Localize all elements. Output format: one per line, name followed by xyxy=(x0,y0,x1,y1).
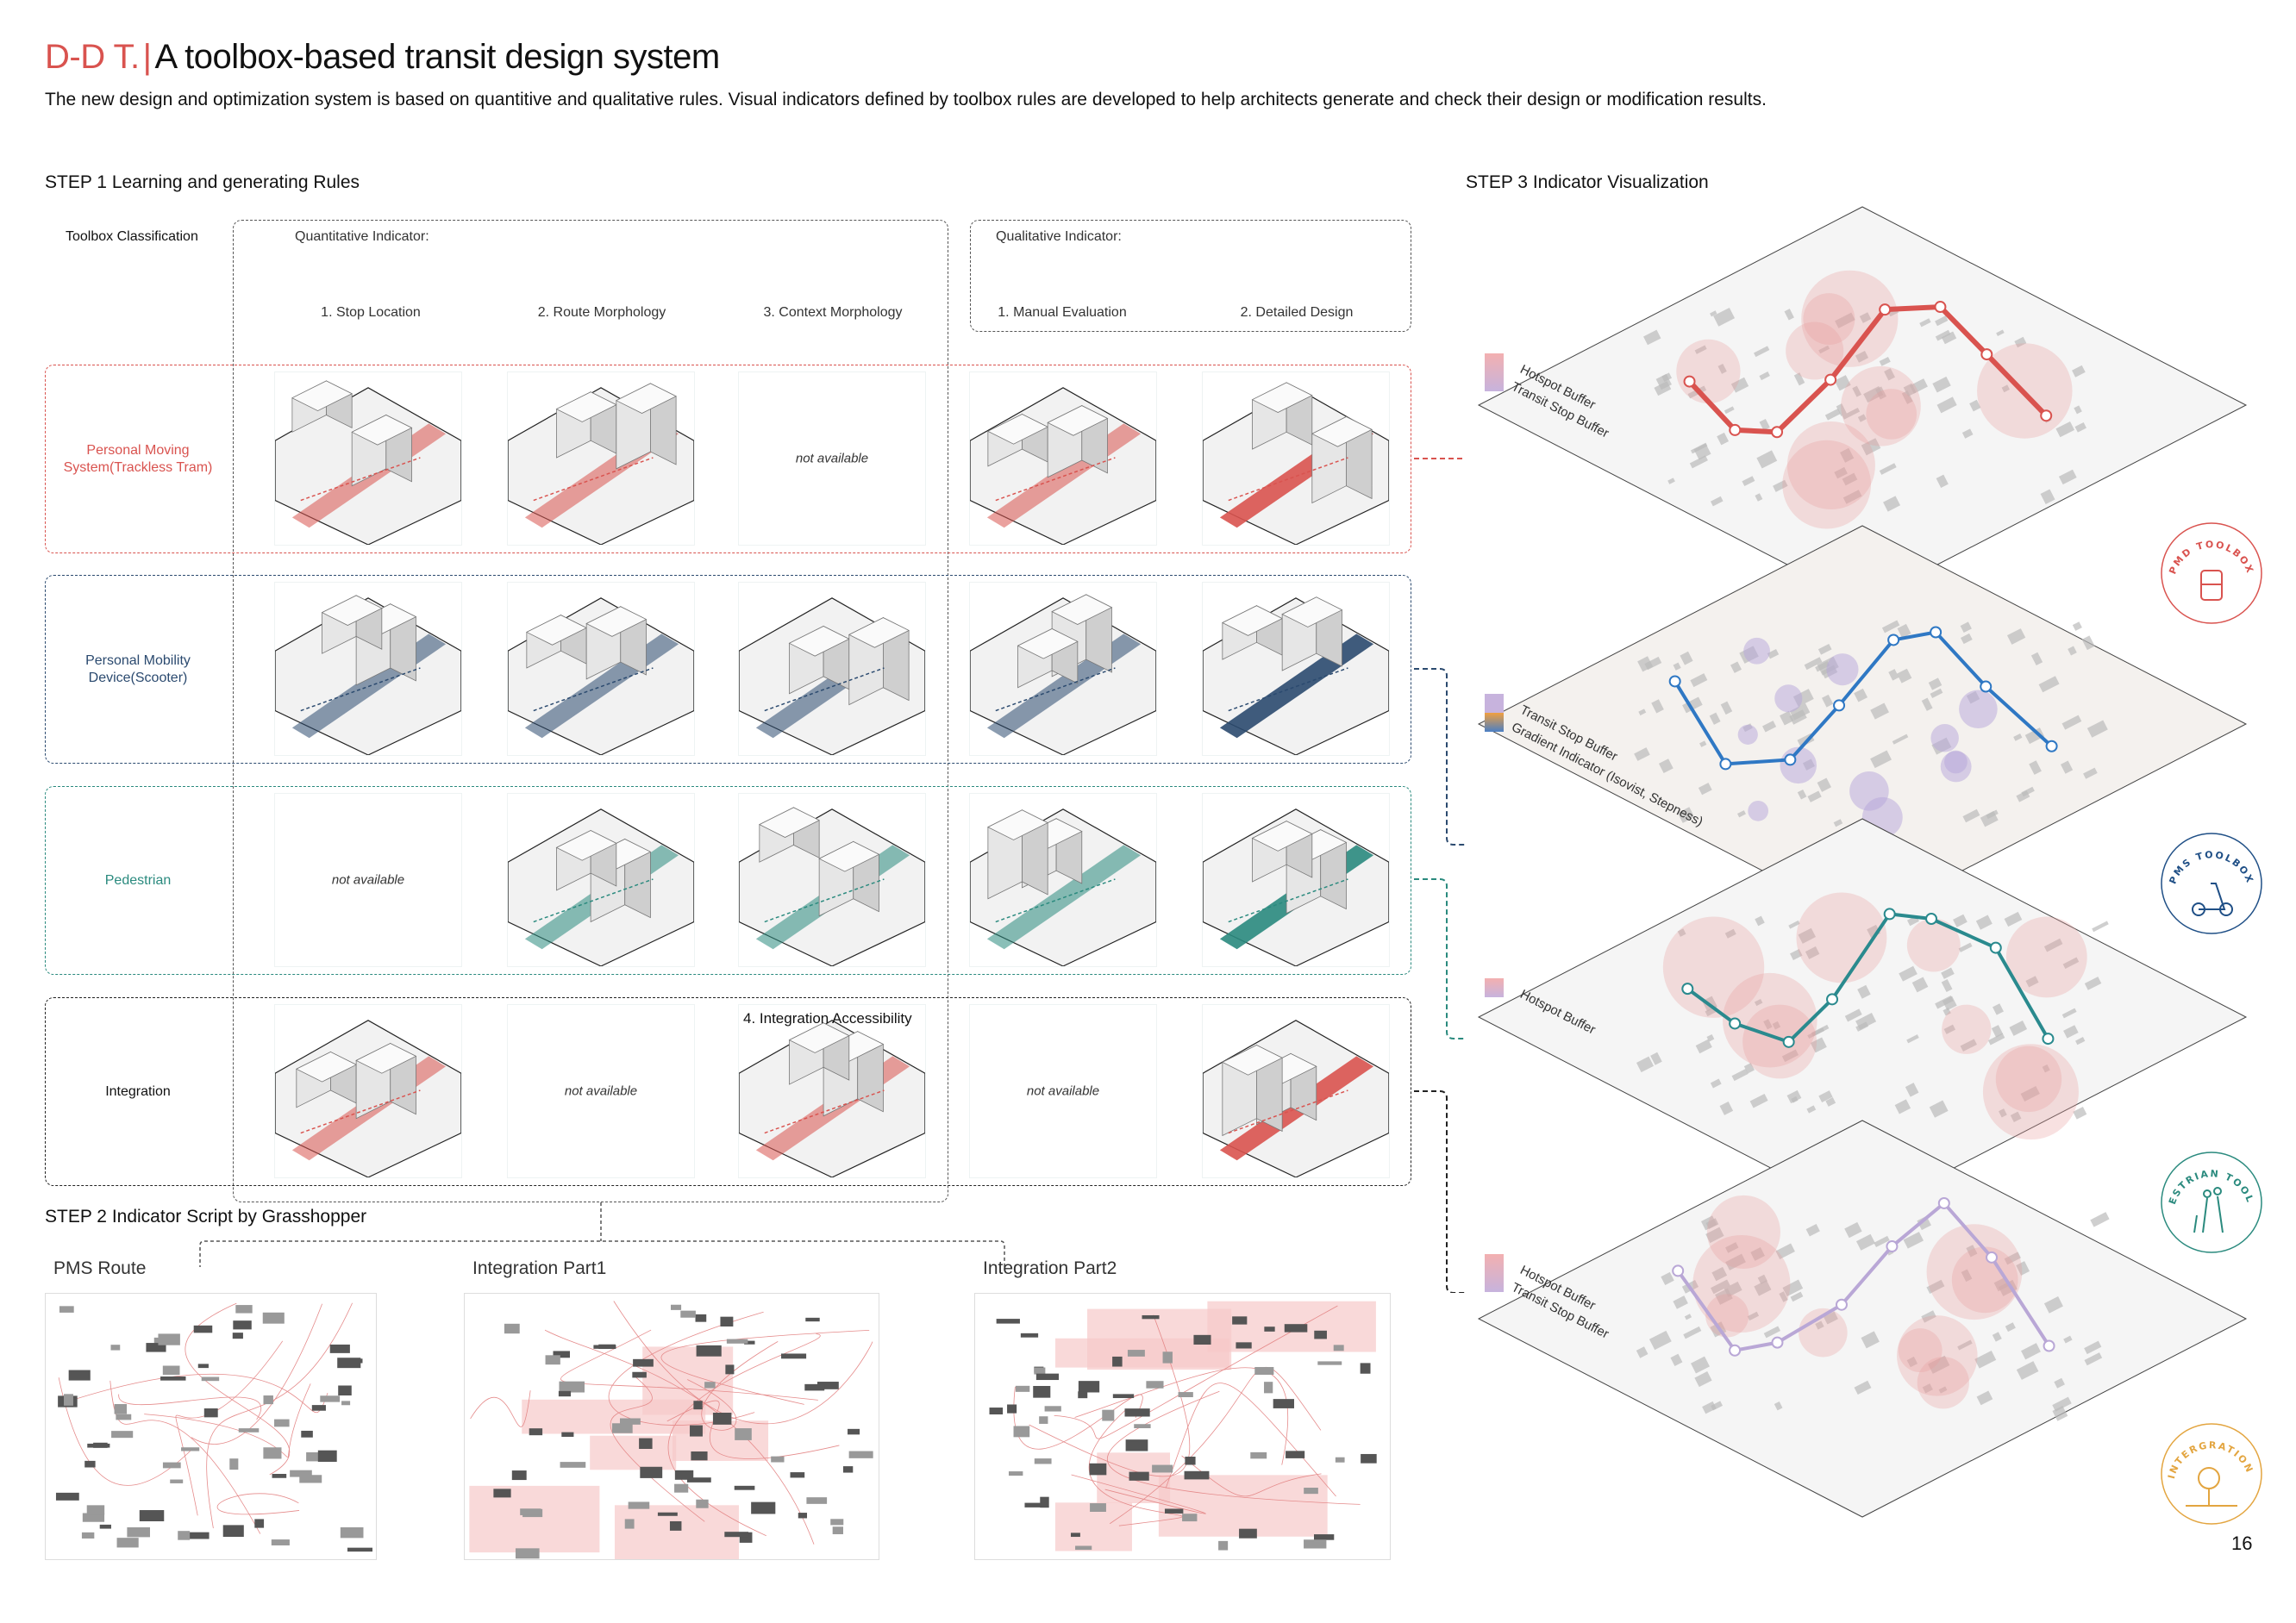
toolbox-row xyxy=(45,997,1411,1186)
isometric-diagram xyxy=(275,1020,461,1177)
cell-stop-location xyxy=(274,1004,462,1178)
cell-route-morphology xyxy=(507,793,695,967)
cell-route-morphology: not available xyxy=(507,1004,695,1178)
cell-context-morphology xyxy=(738,1004,926,1178)
isometric-diagram xyxy=(970,808,1156,966)
map-layer xyxy=(1477,1120,2248,1518)
quantitative-indicator-label: Quantitative Indicator: xyxy=(295,229,429,244)
row-label: Pedestrian xyxy=(104,873,172,888)
qualitative-indicator-label: Qualitative Indicator: xyxy=(996,229,1122,244)
cell-stop-location: not available xyxy=(274,793,462,967)
script-label-integration-part2: Integration Part2 xyxy=(983,1258,1117,1278)
pedestrians-icon xyxy=(2193,1187,2224,1233)
isometric-diagram xyxy=(970,387,1156,545)
cell-route-morphology xyxy=(507,371,695,546)
isometric-diagram xyxy=(739,1020,925,1177)
column-header-context-morphology: 3. Context Morphology xyxy=(763,305,903,320)
isometric-diagram xyxy=(1203,808,1389,966)
map-layer xyxy=(1477,818,2248,1216)
row-label: Integration xyxy=(105,1084,171,1099)
tram-icon xyxy=(2200,570,2223,601)
column-header-detailed-design: 2. Detailed Design xyxy=(1240,305,1354,320)
title-prefix: D-D T. xyxy=(45,38,140,76)
toolbox-badge: PMS TOOLBOX xyxy=(2161,833,2262,934)
cell-manual-evaluation xyxy=(969,793,1157,967)
toolbox-classification-label: Toolbox Classification xyxy=(66,229,198,244)
page-subtitle: The new design and optimization system i… xyxy=(45,90,1767,109)
transit-route xyxy=(1673,630,2053,766)
transit-integration-icon xyxy=(2186,1467,2237,1507)
isometric-diagram xyxy=(508,808,694,966)
grasshopper-script-pms-route xyxy=(45,1293,377,1560)
row-label: Personal Moving System(Trackless Tram) xyxy=(63,443,213,475)
cell-route-morphology xyxy=(507,582,695,756)
cell-detailed-design xyxy=(1202,582,1390,756)
row-label: Personal Mobility Device(Scooter) xyxy=(85,653,191,685)
transit-route xyxy=(1687,304,2049,435)
cell-context-morphology xyxy=(738,793,926,967)
cell-context-morphology xyxy=(738,582,926,756)
isometric-diagram xyxy=(275,595,461,755)
isometric-diagram xyxy=(508,383,694,545)
legend-swatch xyxy=(1485,1254,1504,1292)
not-available-text: not available xyxy=(795,451,869,466)
cell-stop-location xyxy=(274,582,462,756)
qualitative-indicator-box xyxy=(970,220,1411,332)
title-text: A toolbox-based transit design system xyxy=(154,38,721,76)
step1-label: STEP 1 Learning and generating Rules xyxy=(45,172,360,192)
page-number: 16 xyxy=(2231,1532,2253,1554)
isometric-diagram xyxy=(970,594,1156,755)
legend-swatch xyxy=(1485,694,1504,732)
script-label-integration-part1: Integration Part1 xyxy=(472,1258,607,1278)
isometric-diagram xyxy=(1203,382,1389,545)
toolbox-badge: TRANSIT INTERGRATION TOOLBOX xyxy=(2155,1418,2262,1525)
transit-route xyxy=(1686,912,2050,1044)
toolbox-badge: PEDESTRIAN TOOLBOX xyxy=(2155,1146,2262,1253)
indicator-visualization-maps xyxy=(1477,206,2248,1518)
isometric-diagram xyxy=(1203,596,1389,755)
toolbox-badge: PMD TOOLBOX xyxy=(2161,522,2262,624)
not-available-text: not available xyxy=(564,1083,638,1099)
grasshopper-script-integration-part1 xyxy=(464,1293,879,1560)
scooter-icon xyxy=(2192,883,2233,916)
legend-swatch xyxy=(1485,353,1504,391)
quantitative-indicator-box xyxy=(233,220,948,1202)
grasshopper-script-integration-part2 xyxy=(974,1293,1391,1560)
map-layer xyxy=(1477,206,2248,604)
script-group xyxy=(1158,1475,1328,1537)
column-header-stop-location: 1. Stop Location xyxy=(321,305,421,320)
title-divider: | xyxy=(142,38,152,76)
toolbox-row xyxy=(45,786,1411,975)
cell-context-morphology: not available xyxy=(738,371,926,546)
cell-manual-evaluation xyxy=(969,371,1157,546)
cell-detailed-design xyxy=(1202,793,1390,967)
cell-manual-evaluation xyxy=(969,582,1157,756)
transit-route xyxy=(1676,1201,2051,1352)
isometric-diagram xyxy=(1203,1020,1389,1177)
isometric-diagram xyxy=(739,597,925,755)
cell-detailed-design xyxy=(1202,1004,1390,1178)
script-group xyxy=(469,1485,600,1553)
not-available-text: not available xyxy=(1026,1083,1100,1099)
isometric-diagram xyxy=(739,807,925,966)
column-header-integration-accessibility: 4. Integration Accessibility xyxy=(743,1010,912,1027)
toolbox-row xyxy=(45,575,1411,764)
toolbox-row xyxy=(45,365,1411,553)
step2-bracket xyxy=(199,1202,1005,1267)
legend-swatch xyxy=(1485,978,1504,997)
cell-stop-location xyxy=(274,371,462,546)
script-group xyxy=(590,1435,677,1470)
step2-label: STEP 2 Indicator Script by Grasshopper xyxy=(45,1207,367,1227)
step3-label: STEP 3 Indicator Visualization xyxy=(1466,172,1709,192)
isometric-diagram xyxy=(275,380,461,545)
cell-manual-evaluation: not available xyxy=(969,1004,1157,1178)
not-available-text: not available xyxy=(331,872,405,888)
script-label-pms-route: PMS Route xyxy=(53,1258,147,1278)
page-title: D-D T.|A toolbox-based transit design sy… xyxy=(45,38,720,77)
map-layer xyxy=(1477,525,2248,923)
cell-detailed-design xyxy=(1202,371,1390,546)
column-header-route-morphology: 2. Route Morphology xyxy=(537,305,666,320)
isometric-diagram xyxy=(508,597,694,755)
column-header-manual-evaluation: 1. Manual Evaluation xyxy=(998,305,1127,320)
